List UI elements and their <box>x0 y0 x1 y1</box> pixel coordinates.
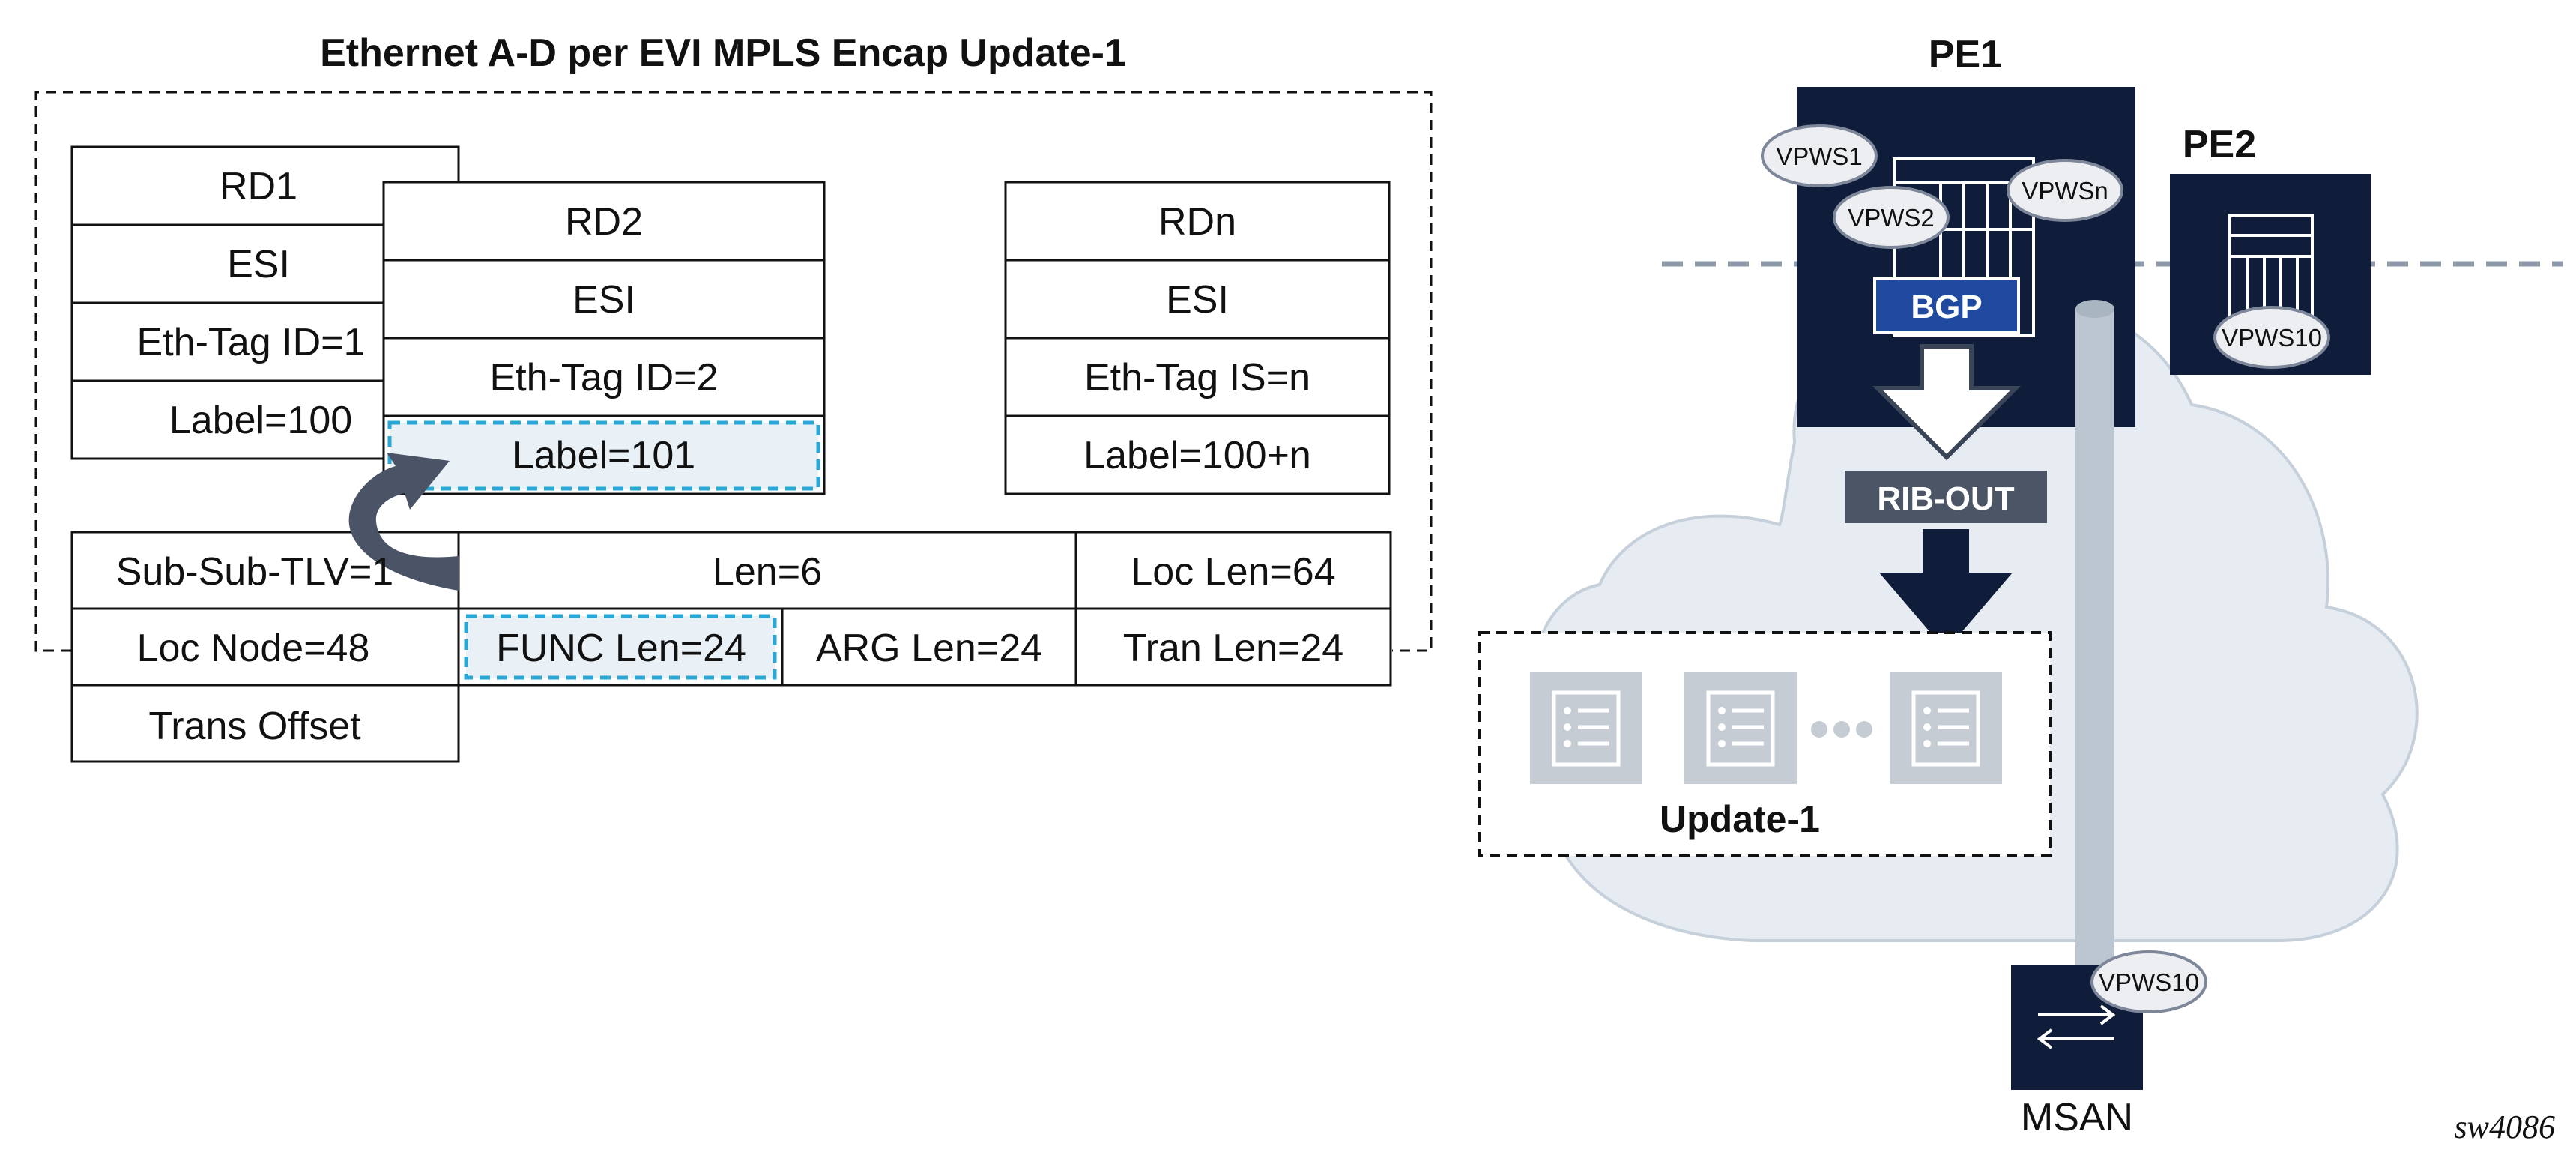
ellipsis-dots <box>1811 721 1872 738</box>
route-n-block: RDn ESI Eth-Tag IS=n Label=100+n <box>1004 181 1391 495</box>
message-icon-2 <box>1684 672 1797 784</box>
tlv-loc-len: Loc Len=64 <box>1131 550 1335 594</box>
tlv-loc-node: Loc Node=48 <box>137 627 370 670</box>
access-pipe <box>2075 309 2114 992</box>
route-2-label: Label=101 <box>513 434 695 477</box>
pe1-label: PE1 <box>1929 33 2002 76</box>
pe1-vpws1-oval <box>1761 124 1878 187</box>
route-1-label: Label=100 <box>169 399 352 442</box>
tlv-sub-sub-tlv: Sub-Sub-TLV=1 <box>116 550 393 594</box>
func-to-label-arrow <box>348 453 459 591</box>
func-len-highlight <box>464 614 777 680</box>
msan-vpws10: VPWS10 <box>2099 968 2199 996</box>
rib-out-label: RIB-OUT <box>1877 480 2014 517</box>
tlv-block <box>70 531 1392 763</box>
message-icon-3 <box>1890 672 2002 784</box>
bgp-label: BGP <box>1911 289 1982 325</box>
pe1-vpws1: VPWS1 <box>1776 142 1863 170</box>
route-1-eth-tag: Eth-Tag ID=1 <box>137 321 366 364</box>
route-2-eth-tag: Eth-Tag ID=2 <box>490 356 719 399</box>
tlv-trans-offset: Trans Offset <box>148 705 361 748</box>
rib-to-update-arrow <box>1879 529 2013 651</box>
route-1-esi: ESI <box>227 243 290 286</box>
msan-vpws10-oval <box>2090 950 2207 1013</box>
route-n-esi: ESI <box>1166 278 1229 322</box>
pe1-vpwsn: VPWSn <box>2022 177 2108 205</box>
update-label: Update-1 <box>1660 798 1820 840</box>
route-2-rd: RD2 <box>565 200 643 244</box>
pe2-label: PE2 <box>2183 123 2256 166</box>
route-n-label: Label=100+n <box>1083 434 1311 477</box>
figure-id: sw4086 <box>2455 1109 2555 1145</box>
route-2-block: RD2 ESI Eth-Tag ID=2 Label=101 <box>382 181 826 495</box>
bidirectional-arrows-icon <box>2037 1004 2116 1049</box>
route-n-eth-tag: Eth-Tag IS=n <box>1084 356 1310 399</box>
pe1-vpwsn-oval <box>2007 159 2123 222</box>
msan-label: MSAN <box>2021 1096 2133 1139</box>
tlv-func-len: FUNC Len=24 <box>496 627 746 670</box>
rib-out-box <box>1845 471 2047 523</box>
tlv-arg-len: ARG Len=24 <box>816 627 1042 670</box>
pe2-vpws10-oval <box>2213 306 2330 369</box>
pe2-vpws10: VPWS10 <box>2222 324 2322 352</box>
route-2-esi: ESI <box>572 278 635 322</box>
access-pipe-top <box>2075 300 2114 318</box>
pe1-vpws2: VPWS2 <box>1848 204 1935 232</box>
update-frame <box>34 91 1433 652</box>
route-n-rd: RDn <box>1158 200 1236 244</box>
left-title: Ethernet A-D per EVI MPLS Encap Update-1 <box>320 31 1126 75</box>
message-icon-1 <box>1530 672 1642 784</box>
route-1-rd: RD1 <box>220 165 297 208</box>
tlv-len: Len=6 <box>713 550 822 594</box>
pe1-vpws2-oval <box>1833 186 1950 249</box>
label-101-highlight <box>387 420 820 491</box>
bgp-to-rib-arrow <box>1872 344 2022 461</box>
bgp-box <box>1873 277 2020 334</box>
tlv-tran-len: Tran Len=24 <box>1123 627 1343 670</box>
